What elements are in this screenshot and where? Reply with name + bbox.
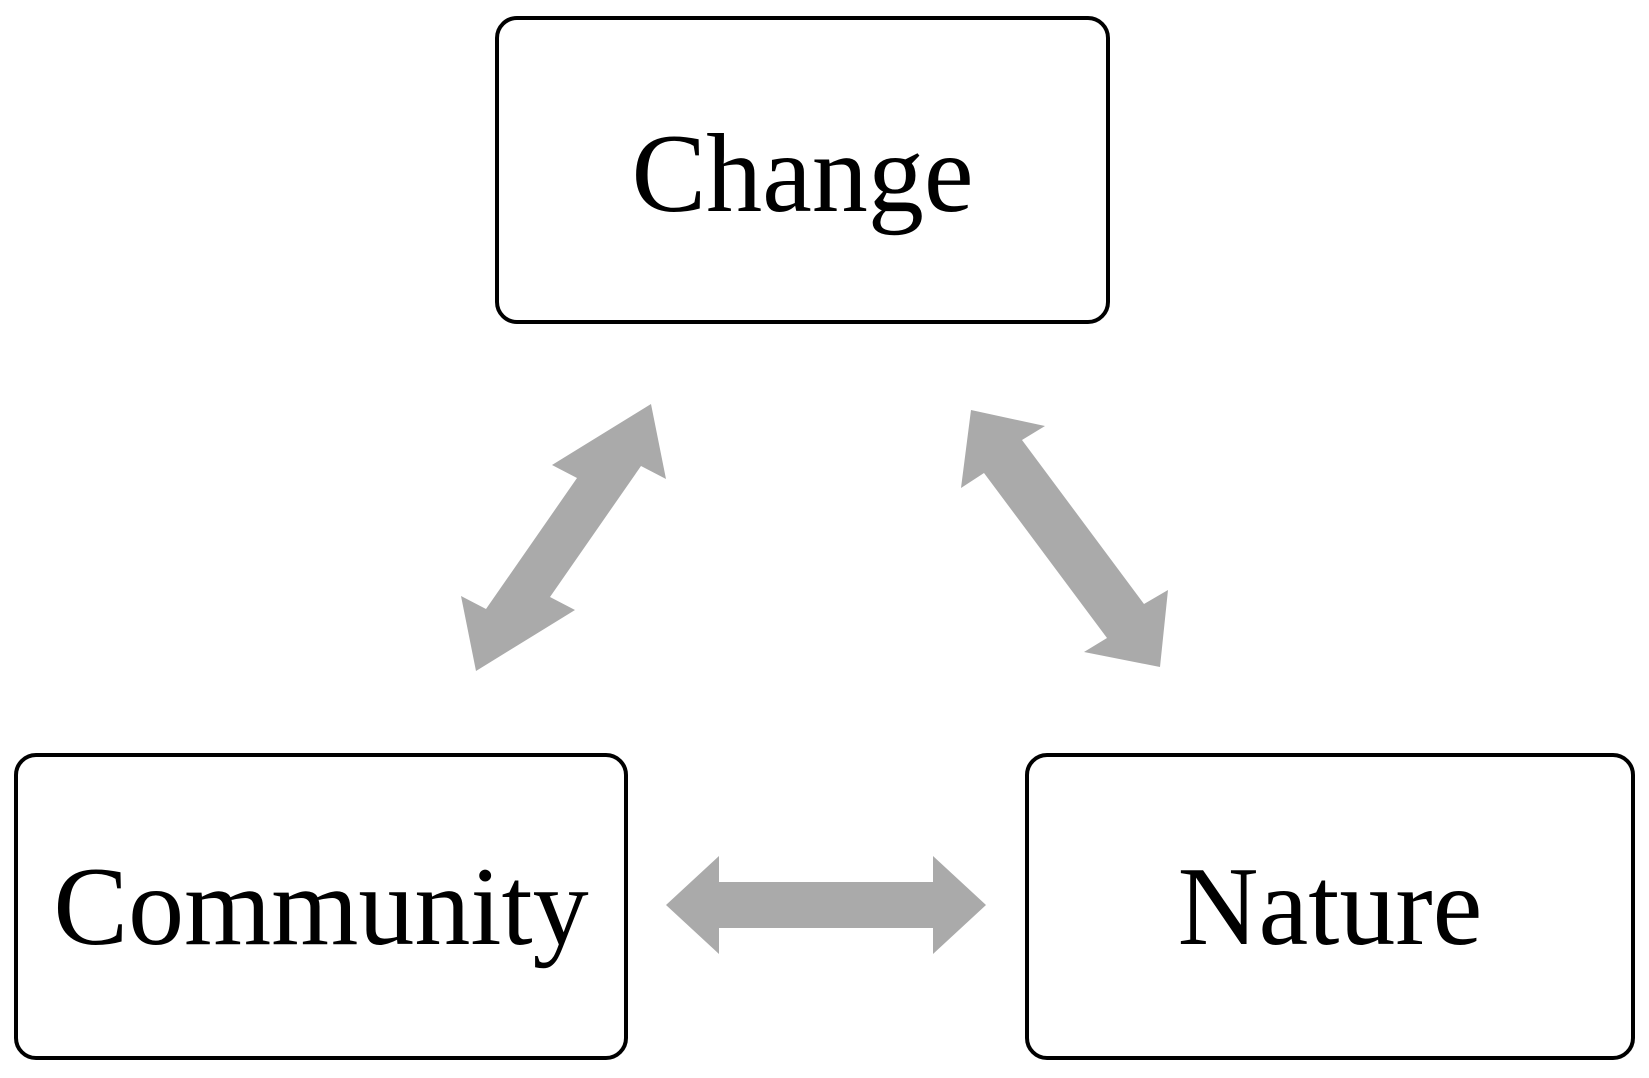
arrow-change-nature bbox=[961, 410, 1168, 667]
community-box: Community bbox=[14, 753, 628, 1060]
nature-box: Nature bbox=[1025, 753, 1635, 1060]
change-box: Change bbox=[495, 16, 1110, 324]
community-label: Community bbox=[53, 844, 589, 969]
nature-label: Nature bbox=[1177, 844, 1483, 969]
change-label: Change bbox=[631, 112, 974, 236]
arrow-community-change bbox=[461, 404, 666, 671]
arrow-community-nature bbox=[666, 856, 986, 954]
